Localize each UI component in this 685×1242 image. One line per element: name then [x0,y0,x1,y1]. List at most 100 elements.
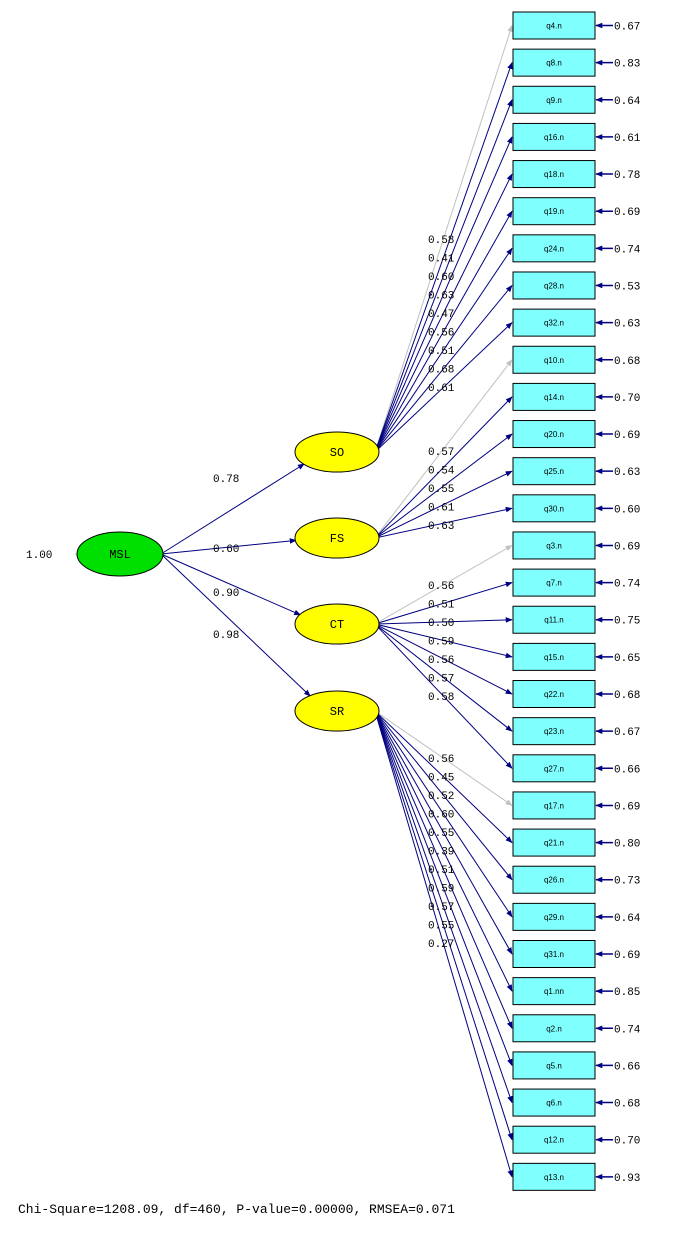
error-variance-q16-n: 0.61 [614,133,641,145]
indicator-box-q10-n [512,345,596,374]
loading-label-q17-n: 0.56 [428,754,454,766]
path-msl-fs [160,538,297,555]
loading-label-q20-n: 0.55 [428,484,454,496]
error-variance-q30-n: 0.60 [614,504,640,516]
indicator-box-q25-n [512,457,596,486]
path-sr-q2-n [374,710,513,1029]
path-ct-q15-n [374,623,513,659]
loading-label-q19-n: 0.56 [428,328,454,340]
error-variance-q31-n: 0.69 [614,950,640,962]
indicator-box-q4-n [512,11,596,40]
loading-label-q15-n: 0.59 [428,637,454,649]
indicator-label-q18-n: q18.n [544,170,564,179]
indicator-label-q2-n: q2.n [546,1024,562,1033]
path-so-q9-n [374,99,513,453]
path-fs-q20-n [374,433,513,539]
loading-label-q4-n: 0.58 [428,235,454,247]
indicator-box-q19-n [512,197,596,226]
indicator-label-q9-n: q9.n [546,96,562,105]
error-variance-q18-n: 0.78 [614,170,640,182]
path-sr-q5-n [374,710,513,1067]
indicator-label-q17-n: q17.n [544,801,564,810]
error-variance-q25-n: 0.63 [614,467,640,479]
indicator-label-q22-n: q22.n [544,690,564,699]
error-variance-q19-n: 0.69 [614,207,640,219]
loading-label-q6-n: 0.57 [428,902,454,914]
path-sr-q6-n [374,710,513,1104]
indicator-label-q32-n: q32.n [544,319,564,328]
indicator-box-q8-n [512,48,596,77]
path-fs-q30-n [374,506,513,539]
path-msl-so [160,463,305,555]
error-variance-q21-n: 0.80 [614,839,640,851]
indicator-box-q16-n [512,122,596,151]
indicator-box-q5-n [512,1051,596,1080]
loading-label-q29-n: 0.60 [428,810,454,822]
indicator-box-q20-n [512,420,596,449]
msl-ellipse [76,531,164,577]
indicator-label-q10-n: q10.n [544,356,564,365]
indicator-label-q20-n: q20.n [544,430,564,439]
msl-label: MSL [109,548,131,562]
indicator-box-q27-n [512,754,596,783]
indicator-label-q16-n: q16.n [544,133,564,142]
indicator-label-q15-n: q15.n [544,653,564,662]
path-so-q24-n [374,247,513,453]
loading-label-q2-n: 0.51 [428,865,455,877]
path-sr-q12-n [374,710,513,1141]
indicator-box-q26-n [512,865,596,894]
indicator-label-q23-n: q23.n [544,727,564,736]
loading-label-q28-n: 0.68 [428,365,454,377]
indicator-label-q28-n: q28.n [544,281,564,290]
loading-label-q26-n: 0.52 [428,791,454,803]
error-variance-q22-n: 0.68 [614,690,640,702]
indicator-label-q12-n: q12.n [544,1136,564,1145]
loading-label-q18-n: 0.47 [428,309,454,321]
fit-statistics: Chi-Square=1208.09, df=460, P-value=0.00… [18,1202,455,1217]
loading-label-q14-n: 0.54 [428,466,455,478]
error-variance-q13-n: 0.93 [614,1173,640,1185]
error-variance-q24-n: 0.74 [614,244,641,256]
factor-fs-ellipse [294,517,380,559]
indicator-box-q1-nn [512,977,596,1006]
path-so-q18-n [374,173,513,453]
indicator-box-q12-n [512,1125,596,1154]
error-variance-q9-n: 0.64 [614,96,641,108]
indicator-label-q11-n: q11.n [544,616,563,625]
path-so-q19-n [374,210,513,453]
path-fs-q25-n [374,470,513,539]
indicator-box-q2-n [512,1014,596,1043]
indicator-label-q27-n: q27.n [544,764,564,773]
indicator-box-q18-n [512,160,596,189]
indicator-box-q32-n [512,308,596,337]
error-variance-q7-n: 0.74 [614,579,641,591]
path-fs-q10-n [374,359,513,539]
indicator-label-q30-n: q30.n [544,504,564,513]
path-so-q4-n [374,24,513,453]
indicator-label-q29-n: q29.n [544,913,564,922]
indicator-label-q14-n: q14.n [544,393,564,402]
error-variance-q28-n: 0.53 [614,281,640,293]
error-variance-q17-n: 0.69 [614,801,640,813]
factor-ct-ellipse [294,603,380,645]
error-variance-q14-n: 0.70 [614,393,640,405]
loading-label-q8-n: 0.41 [428,254,455,266]
indicator-box-q13-n [512,1162,596,1191]
loading-label-q13-n: 0.27 [428,939,454,951]
indicator-label-q31-n: q31.n [544,950,564,959]
indicator-box-q29-n [512,902,596,931]
indicator-box-q31-n [512,940,596,968]
msl-variance-label: 1.00 [26,550,52,562]
loading-label-q16-n: 0.63 [428,291,454,303]
loading-label-msl-fs: 0.60 [213,544,239,556]
path-sr-q31-n [374,710,513,955]
path-ct-q23-n [374,623,513,732]
error-variance-q5-n: 0.66 [614,1061,640,1073]
loading-label-msl-sr: 0.98 [213,630,239,642]
loading-label-msl-so: 0.78 [213,474,239,486]
error-variance-q32-n: 0.63 [614,319,640,331]
indicator-box-q23-n [512,717,596,746]
loading-label-q7-n: 0.51 [428,600,455,612]
path-ct-q22-n [374,623,513,695]
loading-label-q12-n: 0.55 [428,921,454,933]
